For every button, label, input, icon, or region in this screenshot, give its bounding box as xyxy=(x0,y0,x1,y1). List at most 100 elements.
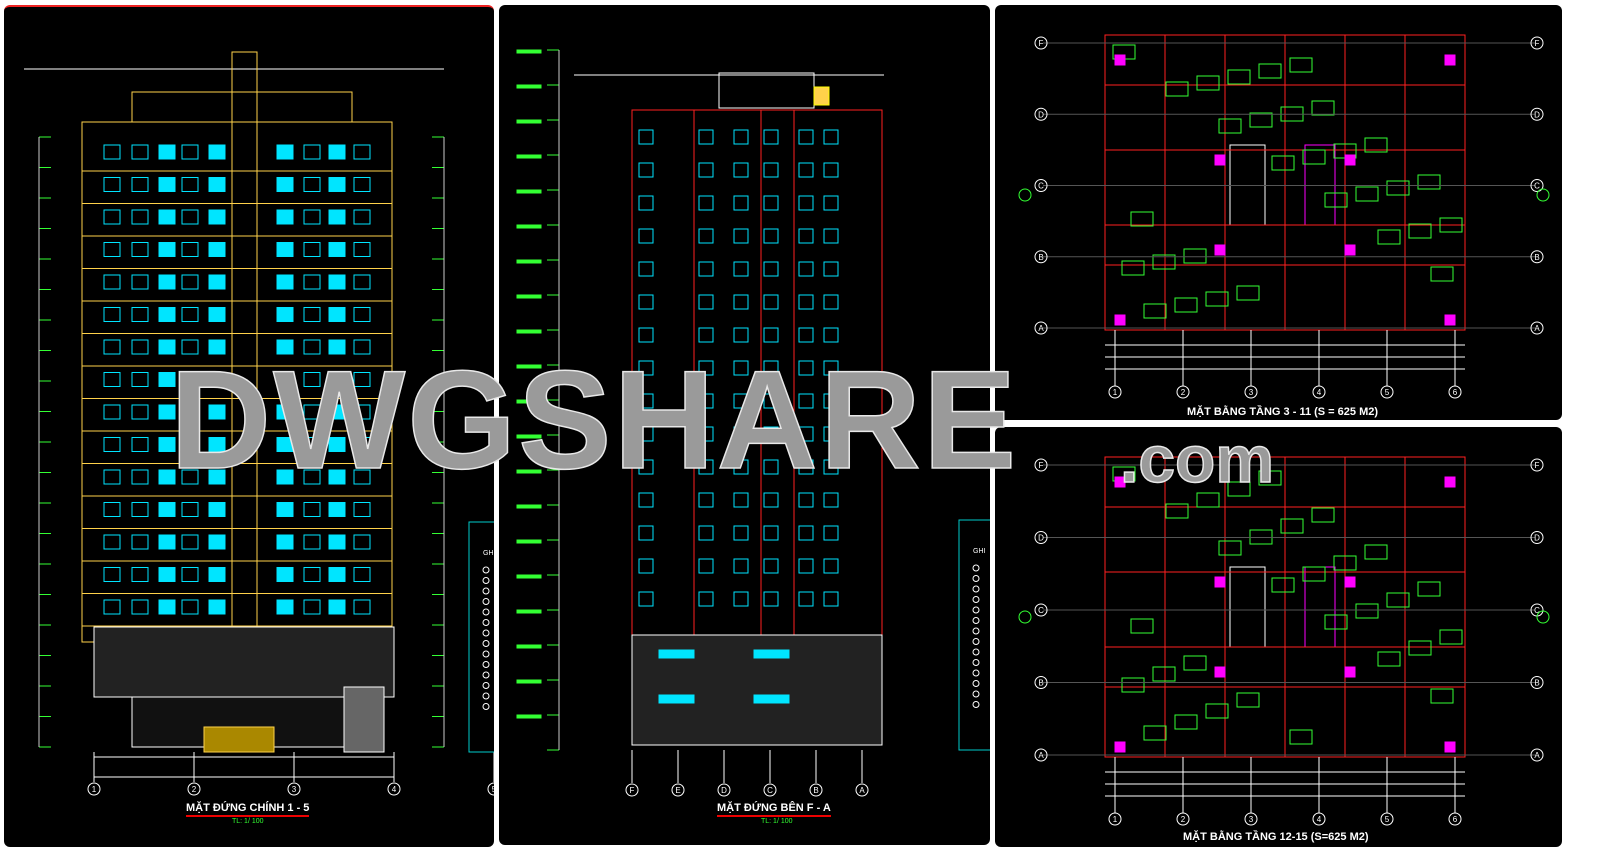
window xyxy=(638,492,654,508)
window xyxy=(328,177,346,192)
axis-bubble xyxy=(187,782,201,796)
axis-label: 4 xyxy=(392,785,397,794)
window xyxy=(698,228,714,244)
window xyxy=(158,144,176,160)
window xyxy=(763,195,779,211)
axis-bubble xyxy=(1530,107,1544,121)
window xyxy=(131,437,149,452)
window xyxy=(823,195,839,211)
drawing-scale: TL: 1/ 100 xyxy=(232,818,264,825)
column xyxy=(1214,244,1226,256)
legend-item xyxy=(482,692,490,700)
axis-bubble xyxy=(671,783,685,797)
legend-item xyxy=(482,608,490,616)
window xyxy=(638,195,654,211)
window xyxy=(763,129,779,145)
column xyxy=(1114,476,1126,488)
roof-tank xyxy=(813,86,830,106)
room-label xyxy=(1258,63,1282,79)
window xyxy=(733,261,749,277)
window xyxy=(698,525,714,541)
glazing xyxy=(658,694,695,704)
axis-bubble xyxy=(1034,179,1048,192)
axis-label: A xyxy=(859,786,865,795)
window xyxy=(158,599,176,615)
window xyxy=(181,372,199,387)
room-label xyxy=(1280,518,1304,534)
legend-item xyxy=(972,648,980,656)
window xyxy=(638,162,654,178)
window xyxy=(103,372,121,387)
axis-label: B xyxy=(1038,253,1043,262)
level-tag xyxy=(516,504,542,509)
level-tag xyxy=(516,84,542,89)
column xyxy=(1444,476,1456,488)
window xyxy=(181,339,199,355)
room-label xyxy=(1205,703,1229,719)
level-tag xyxy=(516,679,542,684)
room-label xyxy=(1333,555,1357,571)
room-label xyxy=(1152,666,1176,682)
room-label xyxy=(1205,291,1229,307)
entrance-steps xyxy=(203,726,275,753)
window xyxy=(328,404,346,420)
window xyxy=(638,426,654,442)
window xyxy=(303,307,321,322)
window xyxy=(638,591,654,607)
axis-label: B xyxy=(1534,253,1539,262)
room-label xyxy=(1196,492,1220,508)
window xyxy=(763,492,779,508)
legend-item xyxy=(972,701,980,708)
window xyxy=(103,502,121,517)
window xyxy=(638,294,654,310)
axis-label: D xyxy=(1534,534,1540,543)
drawing-front-elevation[interactable]: 12345GHI MẶT ĐỨNG CHÍNH 1 - 5 TL: 1/ 100 xyxy=(4,5,494,847)
window xyxy=(303,177,321,192)
room-label xyxy=(1311,507,1335,523)
window xyxy=(276,404,294,420)
level-tag xyxy=(516,224,542,229)
window xyxy=(208,502,226,517)
room-label xyxy=(1152,254,1176,270)
window xyxy=(181,209,199,225)
window xyxy=(158,502,176,517)
window xyxy=(276,437,294,452)
axis-bubble xyxy=(1530,321,1544,335)
room-label xyxy=(1174,297,1198,313)
axis-label: C xyxy=(767,786,773,795)
legend-item xyxy=(972,596,980,603)
legend-item xyxy=(972,669,980,677)
window xyxy=(798,195,814,211)
level-tag xyxy=(516,154,542,159)
window xyxy=(353,534,371,550)
window xyxy=(276,502,294,517)
window xyxy=(328,274,346,290)
axis-bubble xyxy=(809,783,823,797)
window xyxy=(698,261,714,277)
room-label xyxy=(1130,211,1154,227)
axis-bubble xyxy=(487,782,494,796)
legend-item xyxy=(972,690,980,698)
axis-bubble xyxy=(1108,812,1122,826)
room-label xyxy=(1324,192,1348,208)
window xyxy=(303,437,321,452)
room-label xyxy=(1355,186,1379,202)
axis-label: A xyxy=(1038,751,1044,760)
window xyxy=(131,599,149,615)
window xyxy=(638,228,654,244)
window xyxy=(763,360,779,376)
window xyxy=(131,469,149,485)
level-tag xyxy=(516,364,542,369)
legend-item xyxy=(482,577,490,584)
window xyxy=(733,162,749,178)
legend-item xyxy=(482,587,490,595)
window xyxy=(798,294,814,310)
window xyxy=(131,567,149,582)
window xyxy=(276,177,294,192)
axis-label: 2 xyxy=(192,785,197,794)
column xyxy=(1344,244,1356,256)
